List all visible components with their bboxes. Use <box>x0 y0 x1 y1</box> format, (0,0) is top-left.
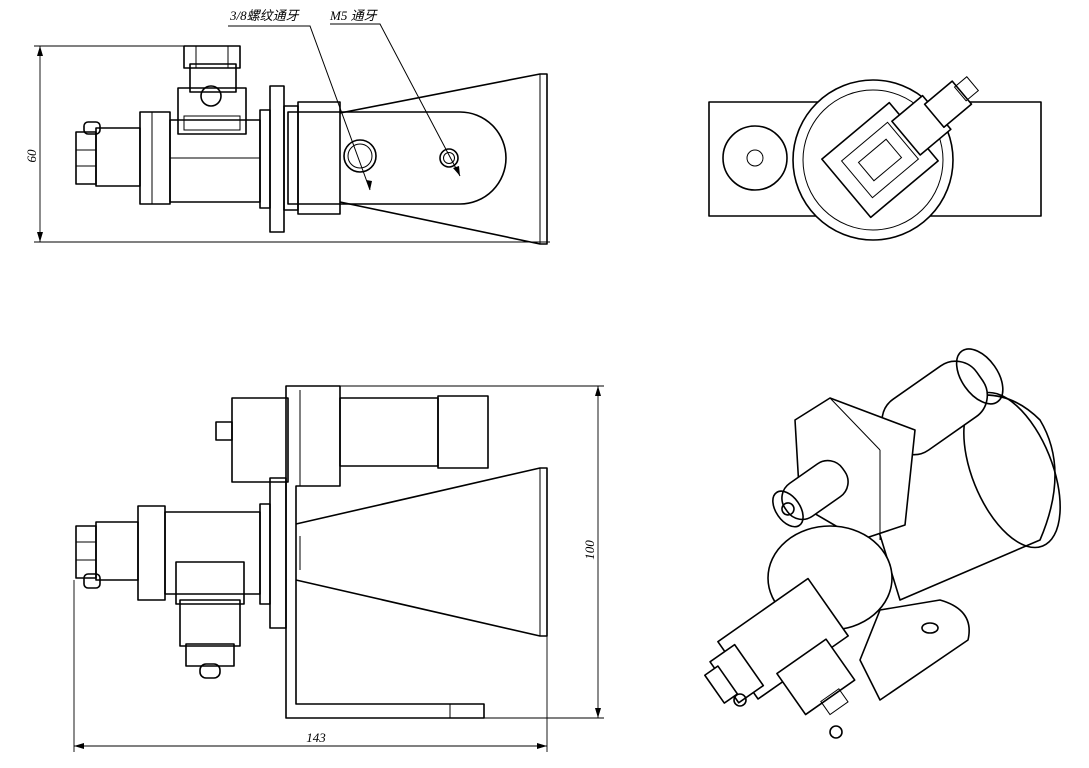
view-top-left <box>34 23 550 245</box>
dim-height-front: 100 <box>582 540 597 560</box>
m5-hole-label: M5 通牙 <box>329 8 379 23</box>
view-bottom-right <box>704 348 1061 739</box>
thread-hole-label: 3/8螺纹通牙 <box>229 8 301 23</box>
l-bracket <box>285 385 485 719</box>
horn-flare <box>339 73 548 245</box>
horn <box>295 467 548 637</box>
dim-height-top: 60 <box>24 149 39 163</box>
m5-hole <box>439 148 459 168</box>
bracket-plate <box>287 111 507 205</box>
thread-hole <box>343 139 377 173</box>
upper-cylinder <box>231 397 289 483</box>
view-top-right <box>708 76 1042 241</box>
view-bottom-left <box>73 385 604 752</box>
dim-width-front: 143 <box>306 730 326 745</box>
